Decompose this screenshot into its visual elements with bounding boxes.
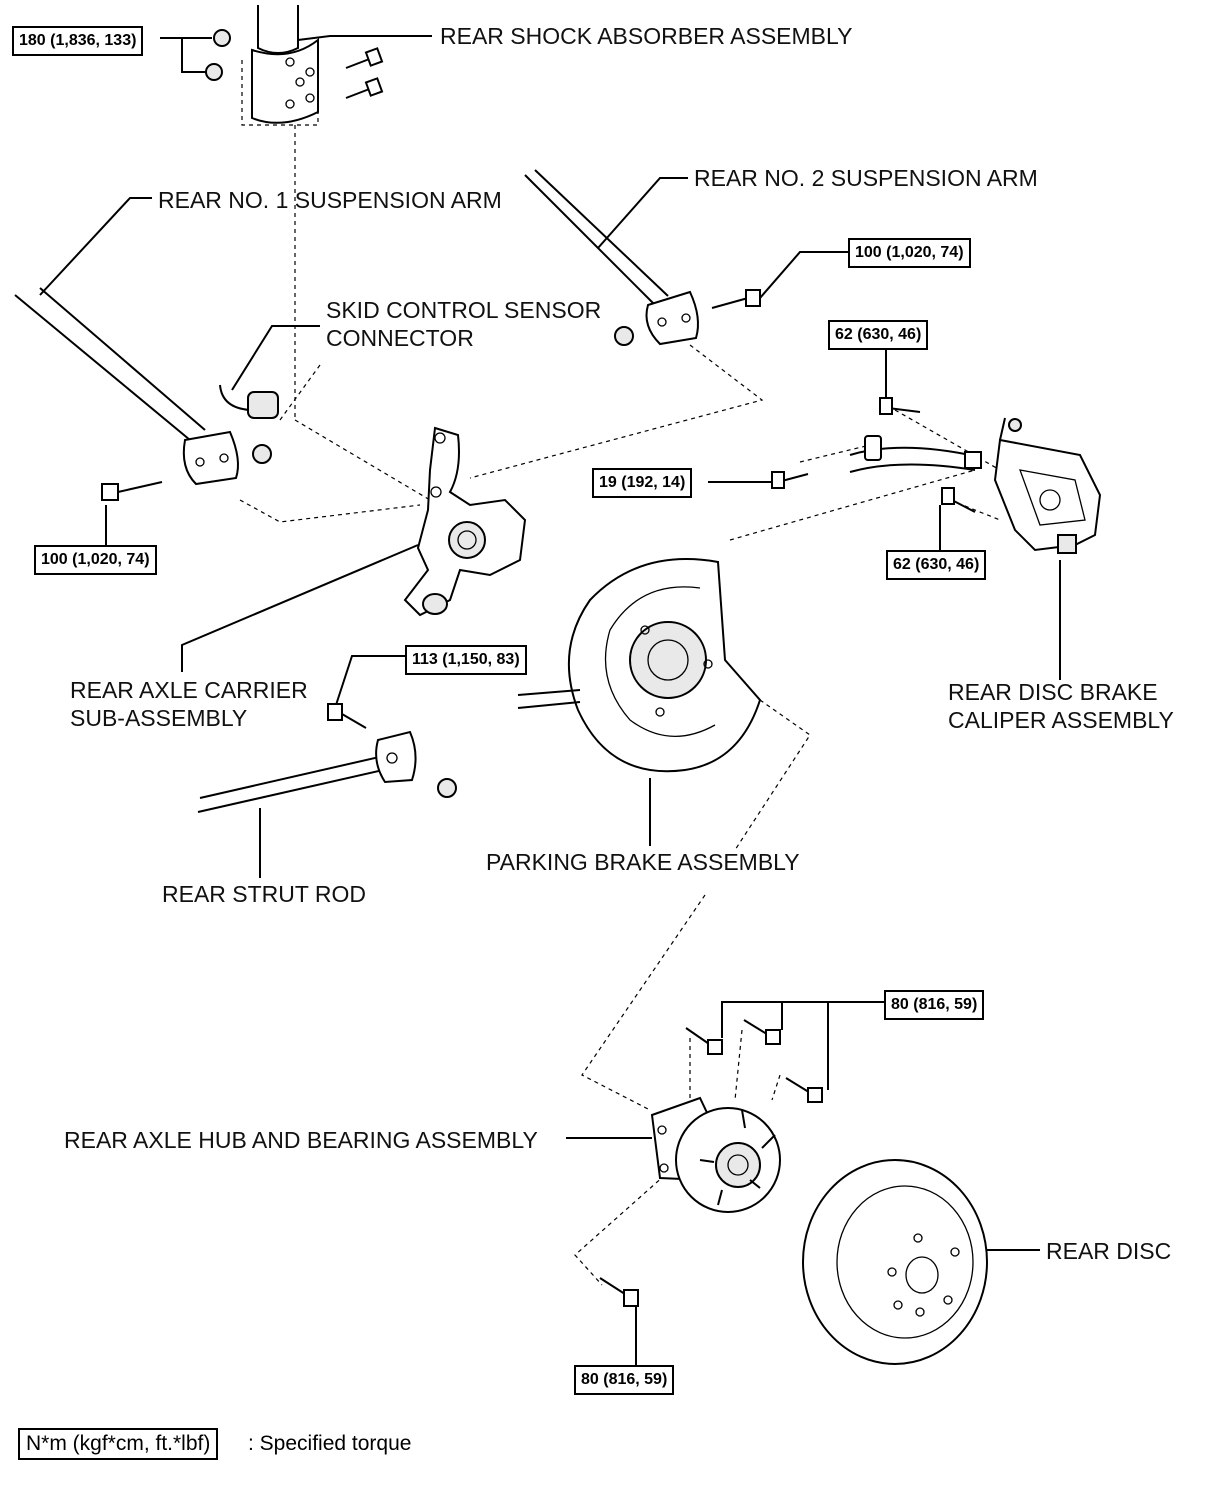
rear-disc	[802, 1159, 988, 1365]
label-rear-axle-carrier-line2: SUB-ASSEMBLY	[70, 705, 248, 731]
label-skid-control-sensor-line2: CONNECTOR	[326, 325, 474, 351]
label-rear-axle-hub-and-bearing-assembly: REAR AXLE HUB AND BEARING ASSEMBLY	[64, 1127, 538, 1153]
label-skid-control-sensor-line1: SKID CONTROL SENSOR	[326, 297, 602, 323]
torque-strut-rod-bolt: 113 (1,150, 83)	[405, 645, 527, 675]
legend-unit-box: N*m (kgf*cm, ft.*lbf)	[18, 1428, 219, 1460]
legend-description: : Specified torque	[248, 1432, 412, 1455]
torque-caliper-lower-bolt: 62 (630, 46)	[886, 550, 987, 580]
label-rear-shock-absorber-assembly: REAR SHOCK ABSORBER ASSEMBLY	[440, 23, 853, 49]
parking-brake-assembly	[517, 558, 762, 773]
rear-no1-suspension-arm	[14, 287, 272, 501]
rear-disc-brake-caliper	[771, 397, 1102, 554]
torque-hub-upper-bolts: 80 (816, 59)	[884, 990, 985, 1020]
skid-sensor-connector	[219, 384, 279, 419]
label-parking-brake-assembly: PARKING BRAKE ASSEMBLY	[486, 849, 800, 875]
label-rear-no1-suspension-arm: REAR NO. 1 SUSPENSION ARM	[158, 187, 502, 213]
label-rear-axle-carrier-line1: REAR AXLE CARRIER	[70, 677, 308, 703]
torque-no1-arm-bolt: 100 (1,020, 74)	[34, 545, 157, 575]
rear-no2-suspension-arm	[524, 169, 761, 346]
rear-strut-rod	[197, 703, 457, 813]
label-rear-disc: REAR DISC	[1046, 1238, 1172, 1264]
torque-caliper-upper-bolt: 62 (630, 46)	[828, 320, 929, 350]
rear-axle-carrier	[403, 426, 527, 617]
torque-hub-lower-bolt: 80 (816, 59)	[574, 1365, 675, 1395]
leader-lines	[39, 35, 1061, 1365]
label-rear-disc-brake-caliper-line2: CALIPER ASSEMBLY	[948, 707, 1174, 733]
torque-shock-absorber-nuts: 180 (1,836, 133)	[12, 26, 144, 56]
torque-sensor-clamp-bolt: 19 (192, 14)	[592, 468, 693, 498]
rear-shock-absorber	[205, 5, 384, 124]
rear-axle-hub-bearing	[599, 1019, 823, 1307]
torque-no2-arm-bolt: 100 (1,020, 74)	[848, 238, 971, 268]
label-rear-strut-rod: REAR STRUT ROD	[162, 881, 367, 907]
label-rear-disc-brake-caliper-line1: REAR DISC BRAKE	[948, 679, 1158, 705]
label-rear-no2-suspension-arm: REAR NO. 2 SUSPENSION ARM	[694, 165, 1038, 191]
